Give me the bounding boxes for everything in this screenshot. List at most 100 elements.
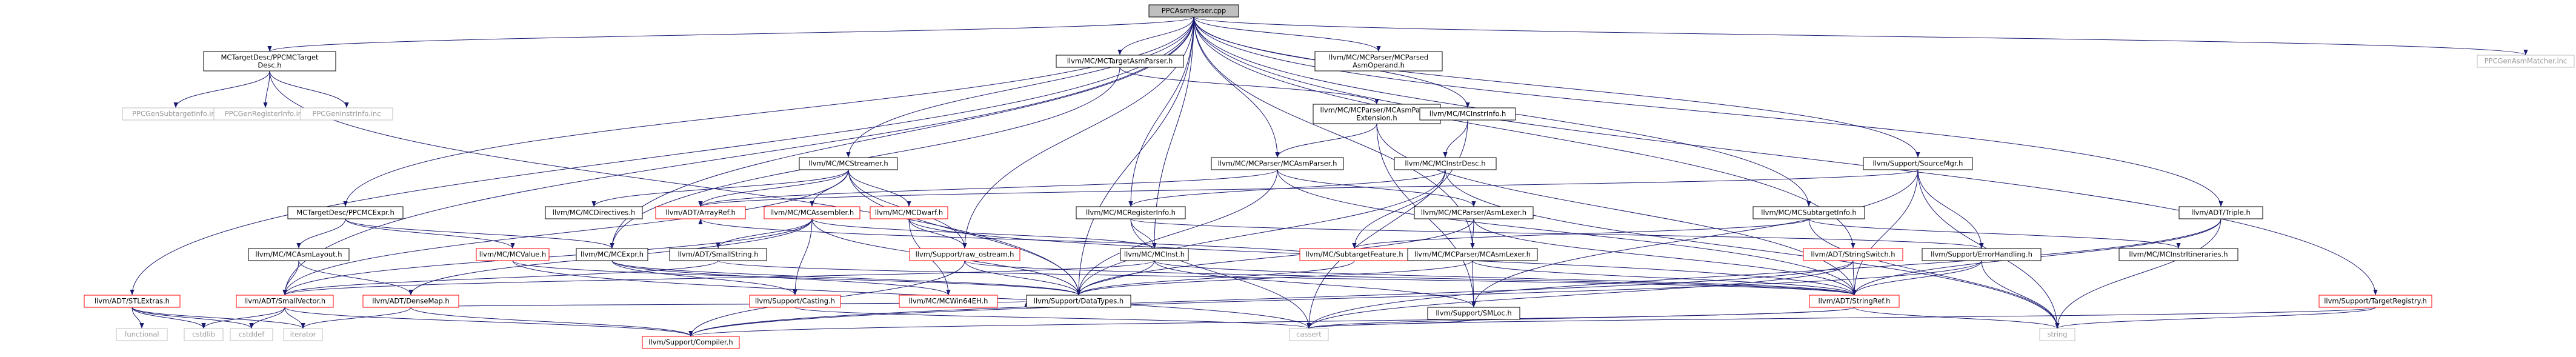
- node-mcinstrinfo[interactable]: llvm/MC/MCInstrInfo.h: [1419, 107, 1516, 121]
- node-box: [2178, 206, 2263, 219]
- node-asmlexer[interactable]: llvm/MC/MCParser/AsmLexer.h: [1414, 206, 1534, 219]
- node-raw_ostream[interactable]: llvm/Support/raw_ostream.h: [909, 248, 1020, 261]
- dependency-edge: [1193, 16, 2528, 56]
- dependency-edge: [282, 16, 1194, 296]
- dependency-edge: [1076, 260, 1355, 296]
- node-smloc[interactable]: llvm/Support/SMLoc.h: [1427, 307, 1520, 320]
- dependency-edge: [410, 307, 693, 337]
- dependency-edge: [1076, 16, 1194, 296]
- node-box: [283, 328, 323, 341]
- dependency-edge: [282, 260, 719, 296]
- node-mcasmparser[interactable]: llvm/MC/MCParser/MCAsmParser.h: [1211, 157, 1344, 170]
- node-box: [1394, 157, 1497, 170]
- node-box: [1414, 206, 1534, 219]
- dependency-edge: [1852, 169, 1919, 296]
- dependency-edge: [512, 260, 1081, 296]
- dependency-edge: [1473, 218, 1857, 296]
- dependency-edge: [1306, 260, 1854, 329]
- node-mcstreamer[interactable]: llvm/MC/MCStreamer.h: [799, 157, 898, 170]
- node-mcdwarf[interactable]: llvm/MC/MCDwarf.h: [870, 206, 948, 219]
- dependency-edge: [688, 260, 1854, 337]
- node-box: [899, 295, 998, 308]
- node-mcasmlexer[interactable]: llvm/MC/MCParser/MCAsmLexer.h: [1407, 248, 1538, 261]
- dependency-edge: [131, 307, 144, 329]
- node-subinfo: PPCGenSubtargetInfo.inc: [122, 107, 230, 121]
- dependency-edge: [2055, 218, 2222, 329]
- node-errorhandling[interactable]: llvm/Support/ErrorHandling.h: [1922, 248, 2042, 261]
- node-stlextras[interactable]: llvm/ADT/STLExtras.h: [84, 295, 181, 308]
- node-arrayref[interactable]: llvm/ADT/ArrayRef.h: [655, 206, 746, 219]
- dependency-edge: [1193, 16, 1920, 158]
- node-mcinst[interactable]: llvm/MC/MCInst.h: [1120, 248, 1189, 261]
- node-root: PPCAsmParser.cpp: [1148, 4, 1239, 18]
- node-compiler[interactable]: llvm/Support/Compiler.h: [642, 336, 740, 349]
- node-label: llvm/Support/ErrorHandling.h: [1931, 250, 2032, 259]
- dependency-edge: [301, 307, 411, 329]
- node-box: [1863, 157, 1973, 170]
- node-mcreginfo[interactable]: llvm/MC/MCRegisterInfo.h: [1076, 206, 1186, 219]
- node-iterator: iterator: [283, 328, 323, 341]
- node-label: llvm/MC/MCParser/MCAsmParser.h: [1218, 159, 1337, 168]
- node-box: [287, 206, 404, 219]
- node-box: [545, 206, 643, 219]
- node-mcasmlayout[interactable]: llvm/MC/MCAsmLayout.h: [248, 248, 350, 261]
- node-label: llvm/MC/MCInst.h: [1124, 250, 1185, 259]
- node-box: [84, 295, 181, 308]
- dependency-edge: [1376, 123, 1857, 296]
- node-datatypes[interactable]: llvm/Support/DataTypes.h: [1026, 295, 1131, 308]
- node-box: [1752, 206, 1865, 219]
- node-mcinstrdesc[interactable]: llvm/MC/MCInstrDesc.h: [1394, 157, 1497, 170]
- node-mcassembler[interactable]: llvm/MC/MCAssembler.h: [764, 206, 860, 219]
- node-box: [1313, 104, 1441, 124]
- node-subtargetfeature[interactable]: llvm/MC/SubtargetFeature.h: [1299, 248, 1409, 261]
- dependency-edge: [717, 260, 1857, 296]
- node-sourcemgr[interactable]: llvm/Support/SourceMgr.h: [1863, 157, 1973, 170]
- dependency-edge: [131, 307, 254, 329]
- node-mcsubtargetinfo[interactable]: llvm/MC/MCSubtargetInfo.h: [1752, 206, 1865, 219]
- node-label: llvm/ADT/SmallVector.h: [244, 297, 325, 305]
- node-label: llvm/Support/Compiler.h: [648, 338, 733, 347]
- node-mcexpr[interactable]: llvm/MC/MCExpr.h: [576, 248, 648, 261]
- node-casting[interactable]: llvm/Support/Casting.h: [749, 295, 841, 308]
- node-box: [116, 328, 168, 341]
- node-mcdirectives[interactable]: llvm/MC/MCDirectives.h: [545, 206, 643, 219]
- node-mcvalue[interactable]: llvm/MC/MCValue.h: [476, 248, 550, 261]
- node-label: MCTargetDesc/PPCMCTarget: [221, 53, 319, 62]
- node-label: llvm/MC/MCExpr.h: [581, 250, 644, 259]
- node-label: PPCAsmParser.cpp: [1162, 7, 1226, 15]
- node-box: [184, 328, 224, 341]
- dependency-edge: [698, 218, 1355, 261]
- node-box: [749, 295, 841, 308]
- dependency-edge: [1076, 169, 1278, 296]
- node-smallvector[interactable]: llvm/ADT/SmallVector.h: [236, 295, 334, 308]
- node-stringref[interactable]: llvm/ADT/StringRef.h: [1809, 295, 1900, 308]
- node-label: llvm/MC/MCStreamer.h: [808, 159, 888, 168]
- node-box: [799, 157, 898, 170]
- node-label: llvm/Support/raw_ostream.h: [916, 250, 1014, 259]
- node-stringswitch[interactable]: llvm/ADT/StringSwitch.h: [1803, 248, 1903, 261]
- node-mcinstrit[interactable]: llvm/MC/MCInstrItineraries.h: [2118, 248, 2238, 261]
- node-label: llvm/MC/MCSubtargetInfo.h: [1761, 209, 1856, 217]
- node-label: llvm/ADT/StringSwitch.h: [1811, 250, 1895, 259]
- dependency-edge: [1306, 218, 2222, 329]
- node-box: [1026, 295, 1131, 308]
- node-mcwin64eh[interactable]: llvm/MC/MCWin64EH.h: [899, 295, 998, 308]
- node-smallstring[interactable]: llvm/ADT/SmallString.h: [669, 248, 767, 261]
- node-targetregistry[interactable]: llvm/Support/TargetRegistry.h: [2318, 295, 2432, 308]
- node-label: llvm/MC/MCInstrInfo.h: [1429, 110, 1506, 118]
- dependency-edge: [1193, 16, 1381, 52]
- dependency-edge: [1981, 260, 2060, 329]
- dependency-edge: [1306, 319, 1474, 329]
- node-ppcmcexpr[interactable]: MCTargetDesc/PPCMCExpr.h: [287, 206, 404, 219]
- node-mctargetasmparser[interactable]: llvm/MC/MCTargetAsmParser.h: [1056, 55, 1184, 68]
- node-triple[interactable]: llvm/ADT/Triple.h: [2178, 206, 2263, 219]
- node-box: [362, 295, 459, 308]
- dependency-edge: [131, 307, 206, 329]
- dependency-edge: [512, 260, 1311, 329]
- dependency-edge: [282, 260, 299, 296]
- node-densemap[interactable]: llvm/ADT/DenseMap.h: [362, 295, 459, 308]
